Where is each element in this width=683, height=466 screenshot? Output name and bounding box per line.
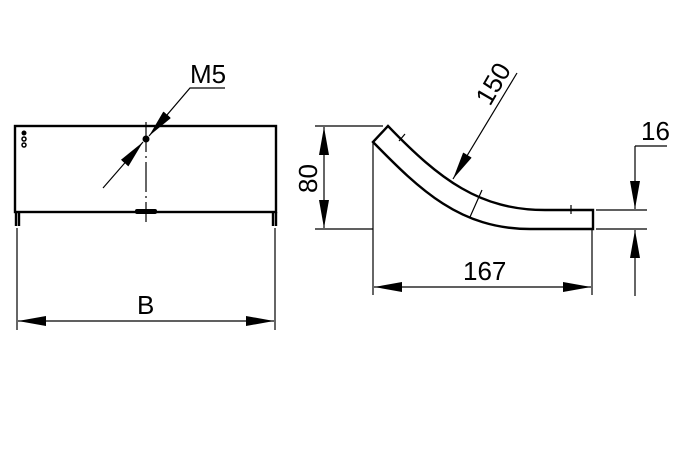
- thickness-label: 16: [641, 116, 670, 146]
- front-feet: [14, 212, 278, 226]
- width-label: B: [137, 290, 154, 320]
- width-extension-lines: [16, 228, 276, 330]
- thread-label: M5: [190, 59, 226, 89]
- thickness-extension-lines: [596, 145, 667, 230]
- bend-ticks: [398, 133, 572, 218]
- m5-leader-upper: [148, 87, 225, 137]
- marking-icon: [21, 130, 27, 148]
- radius-leader: [452, 72, 518, 180]
- length-label: 167: [463, 256, 506, 286]
- extension-lines: [315, 125, 593, 295]
- side-view: 80 150 167 16: [293, 57, 670, 296]
- side-profile: [371, 124, 595, 231]
- hole: [142, 135, 150, 143]
- front-view: M5 B: [13, 59, 278, 330]
- radius-label: 150: [469, 57, 517, 110]
- height-label: 80: [293, 164, 323, 193]
- slot: [135, 209, 157, 214]
- m5-leader-lower: [102, 141, 144, 189]
